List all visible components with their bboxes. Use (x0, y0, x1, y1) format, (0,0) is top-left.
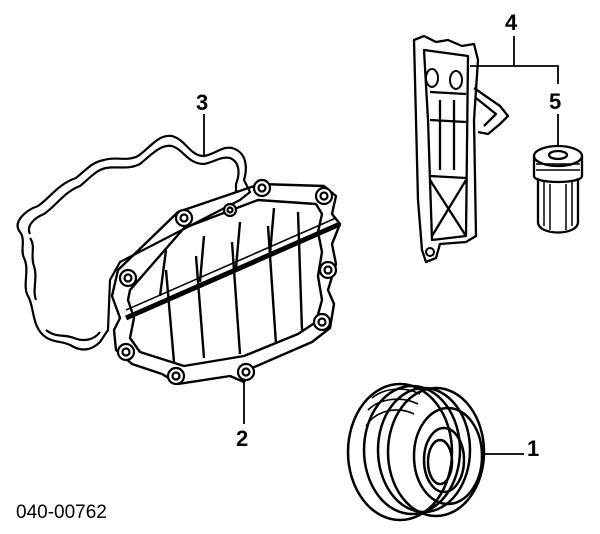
part-number-5: 5 (549, 89, 562, 114)
part-number-2: 2 (236, 426, 249, 451)
crankshaft-pulley (346, 382, 486, 522)
part-number-3: 3 (196, 90, 209, 115)
oil-strainer-bracket (412, 34, 510, 264)
part-number-1: 1 (527, 436, 540, 461)
leader-lines (203, 36, 559, 455)
bracket-bolt-holes (425, 68, 463, 257)
document-code: 040-00762 (16, 502, 107, 523)
cover-plate-bolt-holes (116, 178, 338, 386)
part-number-4: 4 (505, 10, 518, 35)
oil-pan-gasket (16, 134, 252, 351)
leader-line-4b (514, 65, 559, 84)
oil-pan-cover-plate (110, 182, 342, 386)
oil-filter (532, 144, 584, 234)
